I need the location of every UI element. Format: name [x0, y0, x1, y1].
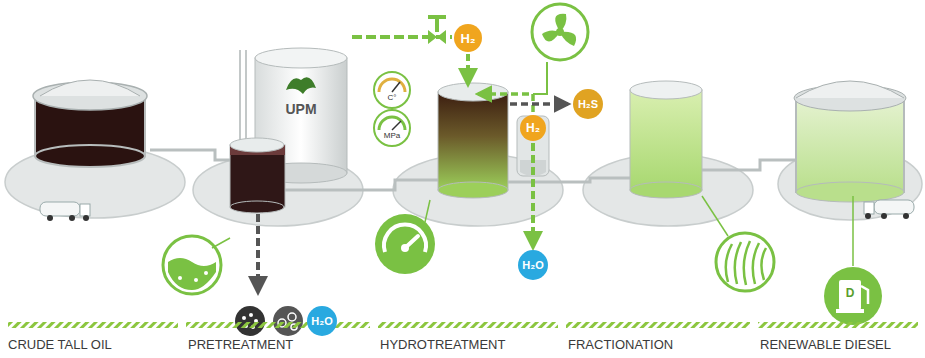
- hydrogen-recycle-badge: H₂: [520, 115, 546, 141]
- temperature-unit: C°: [388, 94, 397, 103]
- water-badge: H₂O: [307, 306, 337, 336]
- stage-label: PRETREATMENT: [188, 338, 293, 352]
- badge-text: H₂: [460, 32, 475, 45]
- badge-text: H₂O: [311, 316, 332, 327]
- hydrogen-feed-badge: H₂: [454, 24, 482, 52]
- diesel-pump-letter: D: [846, 287, 855, 300]
- badge-text: H₂S: [578, 99, 598, 110]
- stage-label: RENEWABLE DIESEL: [760, 338, 891, 352]
- stage-label: HYDROTREATMENT: [380, 338, 505, 352]
- stage-label: FRACTIONATION: [568, 338, 673, 352]
- pressure-unit: MPa: [384, 132, 400, 141]
- flow-arrow: [531, 143, 535, 247]
- badge-text: H₂: [526, 122, 540, 134]
- company-logo: UPM: [285, 102, 316, 117]
- water-badge: H₂O: [518, 250, 548, 280]
- hydrogen-sulfide-badge: H₂S: [573, 89, 603, 119]
- badge-text: H₂O: [522, 260, 543, 271]
- stage-label: CRUDE TALL OIL: [8, 338, 112, 352]
